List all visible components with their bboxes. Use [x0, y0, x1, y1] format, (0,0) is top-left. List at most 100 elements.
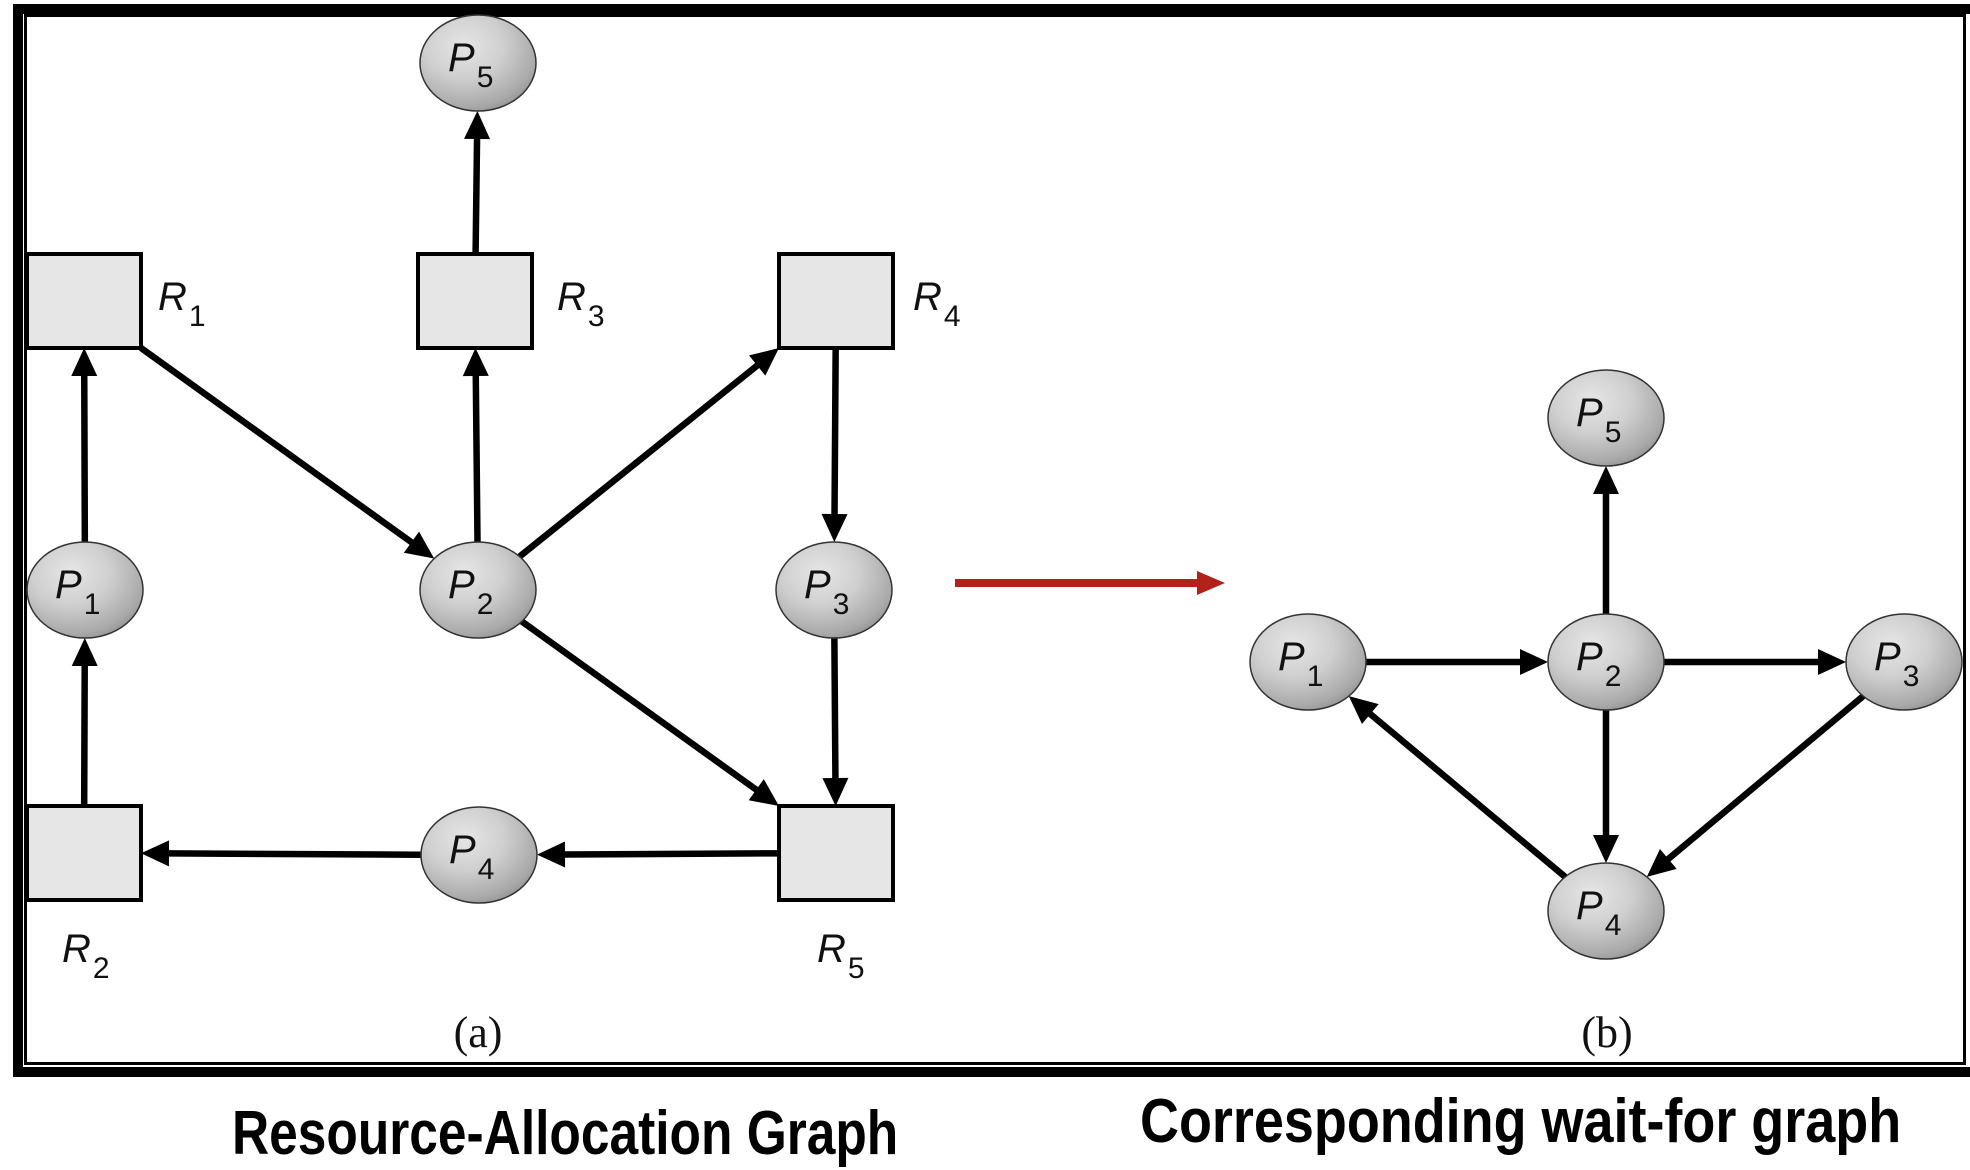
figure-outer-frame: [13, 4, 1970, 1077]
arrowhead-icon: [748, 779, 779, 806]
panel-a-resource-r4: R4: [777, 252, 961, 350]
resource-node-shape: [25, 804, 143, 902]
edge-p2-to-r5: [519, 618, 779, 806]
arrowhead-icon: [821, 513, 848, 543]
panel-b-process-p4: P4: [1547, 862, 1665, 960]
process-label-subscript: 3: [833, 588, 850, 621]
process-node-shape: [775, 541, 893, 639]
arrowhead-icon: [141, 840, 170, 867]
wait-edge-p2-to-p3: [1664, 649, 1846, 675]
edge-line: [831, 637, 839, 781]
wait-edge-p1-to-p2: [1366, 649, 1548, 675]
process-node-shape: [419, 541, 537, 639]
panel-a-process-p4: P4: [420, 806, 538, 904]
process-label-subscript: 1: [84, 588, 101, 621]
process-label-subscript: 4: [1605, 909, 1622, 942]
edge-p2-to-r3: [462, 348, 489, 543]
edge-p2-to-r4: [517, 348, 779, 560]
arrowhead-icon: [1520, 649, 1548, 675]
arrowhead-icon: [403, 531, 435, 559]
process-label-subscript: 3: [1903, 660, 1920, 693]
arrowhead-icon: [1593, 466, 1619, 494]
edge-line: [80, 663, 88, 807]
panel-b-label: (b): [1581, 1008, 1632, 1057]
panel-b-process-p1: P1: [1249, 613, 1367, 711]
edge-r3-to-p5: [464, 110, 491, 255]
arrowhead-icon: [1646, 848, 1677, 877]
panel-a-process-p3: P3: [775, 541, 893, 639]
resource-label: R5: [817, 927, 865, 985]
edge-p1-to-r1: [71, 348, 98, 543]
panel-a-resource-r5: R5: [777, 804, 895, 985]
resource-label-subscript: 3: [588, 300, 605, 333]
process-label-subscript: 1: [1307, 660, 1324, 693]
resource-label-subscript: 2: [93, 952, 110, 985]
edge-line: [831, 347, 839, 517]
process-node-shape: [1547, 613, 1665, 711]
wait-edge-p2-to-p4: [1593, 710, 1619, 863]
panel-a-process-p1: P1: [26, 541, 144, 639]
process-label-subscript: 5: [477, 61, 494, 94]
arrowhead-icon: [1818, 649, 1846, 675]
wait-edge-p4-to-p1: [1348, 696, 1568, 880]
arrowhead-icon: [462, 348, 489, 377]
edge-line: [166, 850, 422, 858]
edge-r1-to-p2: [139, 345, 435, 559]
arrowhead-icon: [822, 777, 849, 806]
resource-node-shape: [25, 252, 143, 350]
process-node-shape: [1845, 613, 1963, 711]
resource-node-shape: [416, 252, 534, 350]
edge-line: [472, 136, 481, 255]
resource-label: R3: [557, 275, 605, 333]
wait-edge-p2-to-p5: [1593, 466, 1619, 614]
resource-label-subscript: 4: [944, 300, 961, 333]
resource-node-shape: [777, 252, 895, 350]
panel-a-resource-r2: R2: [25, 804, 143, 985]
panel-a-label: (a): [454, 1008, 503, 1057]
panel-b-edges: [1348, 466, 1866, 880]
arrowhead-icon: [536, 841, 566, 868]
caption-resource-allocation-graph: Resource-Allocation Graph: [232, 1099, 899, 1168]
panel-b-process-p2: P2: [1547, 613, 1665, 711]
panel-a-process-p2: P2: [419, 541, 537, 639]
resource-label: R2: [62, 927, 110, 985]
edge-p3-to-r5: [822, 637, 849, 806]
arrowhead-icon: [71, 348, 98, 377]
resource-label: R4: [913, 275, 961, 333]
process-node-shape: [1547, 862, 1665, 960]
arrowhead-icon: [464, 110, 491, 140]
resource-node-shape: [777, 804, 895, 902]
process-node-shape: [420, 806, 538, 904]
edge-r5-to-p4: [536, 841, 780, 868]
arrowhead-icon: [1348, 696, 1379, 725]
process-label-subscript: 2: [477, 588, 494, 621]
edge-line: [1366, 710, 1568, 880]
panel-b-process-p3: P3: [1845, 613, 1963, 711]
process-node-shape: [1249, 613, 1367, 711]
arrowhead-icon: [1593, 835, 1619, 863]
edge-r2-to-p1: [71, 637, 98, 807]
arrowhead-icon: [749, 348, 779, 376]
panel-b-process-p5: P5: [1547, 369, 1665, 467]
process-label-subscript: 5: [1605, 416, 1622, 449]
process-label-subscript: 2: [1605, 660, 1622, 693]
edge-line: [519, 618, 760, 794]
arrowhead-icon: [71, 637, 98, 667]
resource-label-subscript: 5: [848, 952, 865, 985]
panel-a-process-p5: P5: [419, 14, 537, 112]
resource-label: R1: [158, 275, 206, 333]
process-label-subscript: 4: [478, 853, 495, 886]
edge-line: [81, 373, 89, 543]
panel-a-edges: [71, 110, 849, 868]
transform-arrow: [955, 571, 1225, 595]
caption-wait-for-graph: Corresponding wait-for graph: [1140, 1087, 1902, 1156]
edge-p4-to-r2: [141, 840, 422, 867]
edge-line: [1664, 693, 1866, 863]
wait-edge-p3-to-p4: [1646, 693, 1866, 877]
edge-line: [139, 345, 415, 547]
edge-line: [517, 361, 761, 560]
